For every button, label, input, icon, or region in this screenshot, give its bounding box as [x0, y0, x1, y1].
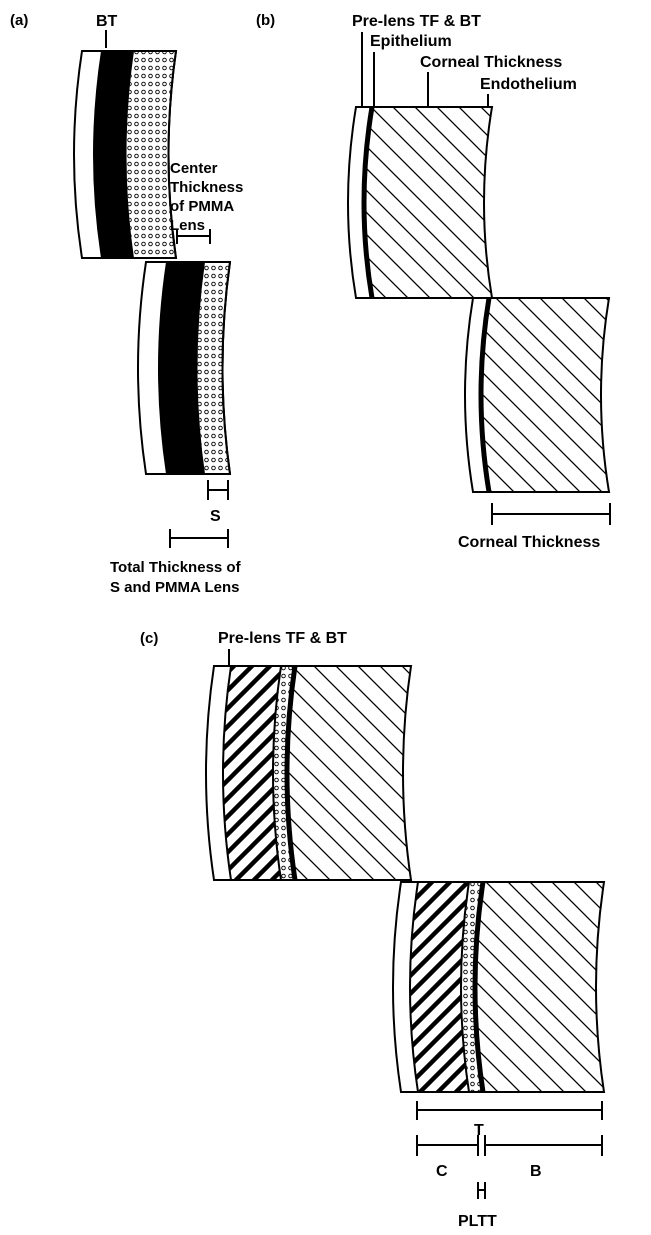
panel-a: (a) BT Center Thickness of PMMA Lens: [10, 12, 243, 596]
center-thickness-line2: Thickness: [170, 179, 243, 196]
post-lens-tear-film: [461, 882, 483, 1092]
dotted-layer: [197, 262, 230, 474]
black-layer: [158, 262, 205, 474]
corneal-thickness-label-bottom: Corneal Thickness: [458, 534, 600, 551]
black-layer: [93, 51, 134, 258]
c-bracket: [416, 1135, 479, 1156]
total-thickness-bracket: [169, 529, 229, 548]
lens-cornea-c-top: [205, 665, 413, 881]
pltt-label: PLTT: [458, 1213, 497, 1230]
bt-label: BT: [96, 13, 118, 30]
lens-cornea-c-bottom: [392, 881, 606, 1093]
corneal-thickness-label-top: Corneal Thickness: [420, 54, 562, 71]
epithelium: [361, 106, 375, 299]
cornea-b-bottom: [464, 297, 611, 493]
pmma-lens: [223, 666, 281, 880]
epithelium: [472, 881, 486, 1093]
corneal-thickness-bracket: [491, 503, 611, 525]
endothelium-label: Endothelium: [480, 76, 577, 93]
epithelium: [478, 297, 492, 493]
pltt-bracket: [477, 1182, 486, 1199]
pmma-lens: [410, 882, 469, 1092]
stroma: [481, 298, 609, 492]
lens-a-bottom: [137, 261, 232, 475]
post-lens-tear-film: [273, 666, 295, 880]
s-label: S: [210, 508, 221, 525]
panel-c-tag: (c): [140, 630, 158, 647]
cornea-b-top: [347, 106, 494, 299]
center-thickness-bracket: [176, 229, 211, 244]
panel-a-tag: (a): [10, 12, 28, 29]
panel-b-tag: (b): [256, 12, 275, 29]
total-thickness-line2: S and PMMA Lens: [110, 579, 239, 596]
stroma: [287, 666, 411, 880]
stroma: [475, 882, 604, 1092]
total-thickness-line1: Total Thickness of: [110, 559, 242, 576]
t-label: T: [474, 1122, 484, 1139]
prelens-label-b: Pre-lens TF & BT: [352, 13, 481, 30]
lens-a-top: [73, 50, 178, 259]
s-bracket: [207, 480, 229, 500]
panel-b: (b) Pre-lens TF & BT Epithelium Corneal …: [256, 12, 611, 551]
center-thickness-line3: of PMMA: [170, 198, 234, 215]
epithelium: [284, 665, 298, 881]
stroma: [364, 107, 492, 298]
c-label: C: [436, 1163, 448, 1180]
epithelium-label: Epithelium: [370, 33, 452, 50]
b-bracket: [484, 1135, 603, 1156]
panel-c: (c) Pre-lens TF & BT: [140, 630, 606, 1230]
dotted-layer: [126, 51, 176, 258]
b-label: B: [530, 1163, 542, 1180]
center-thickness-line1: Center: [170, 160, 218, 177]
t-bracket: [416, 1101, 603, 1120]
prelens-label-c: Pre-lens TF & BT: [218, 630, 347, 647]
center-thickness-line4: Lens: [170, 217, 205, 234]
